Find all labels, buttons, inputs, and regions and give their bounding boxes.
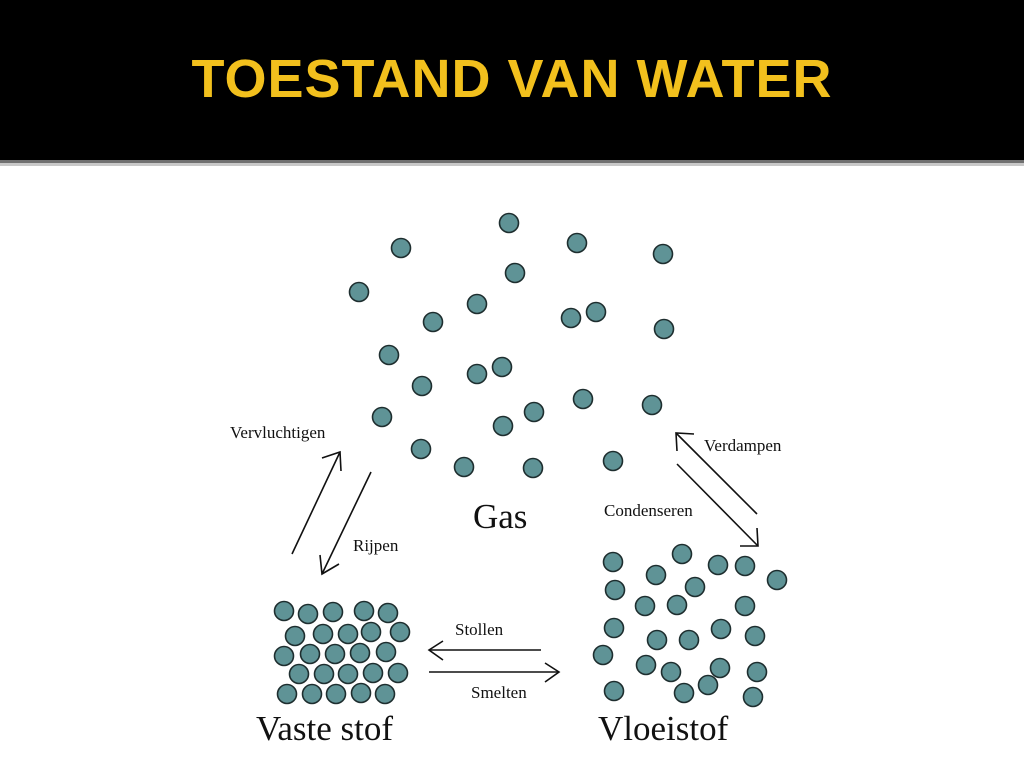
solid-molecule [389, 621, 411, 643]
liquid-molecule [645, 564, 667, 586]
solid-molecule [349, 642, 371, 664]
solid-molecule [350, 682, 372, 704]
sublimation-arrow [291, 450, 342, 555]
liquid-molecules [592, 543, 788, 708]
solid-molecule [288, 663, 310, 685]
gas-molecule [492, 415, 514, 437]
gas-molecule [390, 237, 412, 259]
gas-molecule [641, 394, 663, 416]
gas-molecule [504, 262, 526, 284]
gas-molecule [522, 457, 544, 479]
liquid-label: Vloeistof [598, 709, 729, 748]
liquid-molecule [646, 629, 668, 651]
title-divider [0, 160, 1024, 163]
condensation-arrow [676, 463, 759, 547]
liquid-molecule [635, 654, 657, 676]
liquid-molecule [666, 594, 688, 616]
solid-molecule [337, 663, 359, 685]
liquid-molecule [671, 543, 693, 565]
liquid-molecule [746, 661, 768, 683]
gas-molecule [411, 375, 433, 397]
gas-molecule [348, 281, 370, 303]
liquid-molecule [744, 625, 766, 647]
liquid-molecule [678, 629, 700, 651]
liquid-molecule [602, 551, 624, 573]
liquid-molecule [604, 579, 626, 601]
liquid-molecule [734, 595, 756, 617]
solid-molecule [375, 641, 397, 663]
liquid-molecule [710, 618, 732, 640]
liquid-molecule [592, 644, 614, 666]
condensation-label: Condenseren [604, 501, 693, 520]
liquid-molecule [742, 686, 764, 708]
evaporation-arrow [675, 432, 758, 515]
deposition-label: Rijpen [353, 536, 399, 555]
gas-molecule [422, 311, 444, 333]
title-bar [0, 0, 1024, 160]
liquid-molecule [684, 576, 706, 598]
liquid-molecule [634, 595, 656, 617]
gas-molecule [652, 243, 674, 265]
sublimation-label: Vervluchtigen [230, 423, 326, 442]
gas-molecule [410, 438, 432, 460]
melting-arrow [429, 662, 561, 683]
liquid-molecule [673, 682, 695, 704]
liquid-molecule [734, 555, 756, 577]
liquid-molecule [707, 554, 729, 576]
gas-molecule [491, 356, 513, 378]
liquid-molecule [766, 569, 788, 591]
title-divider-shadow [0, 163, 1024, 166]
melting-label: Smelten [471, 683, 527, 702]
solid-molecule [284, 625, 306, 647]
gas-molecule [585, 301, 607, 323]
solid-molecules [273, 600, 411, 705]
solid-molecule [299, 643, 321, 665]
gas-molecule [498, 212, 520, 234]
solid-molecule [387, 662, 409, 684]
liquid-molecule [709, 657, 731, 679]
gas-molecule [371, 406, 393, 428]
gas-molecule [466, 293, 488, 315]
solid-molecule [301, 683, 323, 705]
gas-molecule [560, 307, 582, 329]
gas-molecule [378, 344, 400, 366]
liquid-molecule [660, 661, 682, 683]
gas-label: Gas [473, 497, 527, 536]
solid-molecule [362, 662, 384, 684]
solid-molecule [322, 601, 344, 623]
solid-molecule [360, 621, 382, 643]
solid-molecule [273, 645, 295, 667]
slide-title: TOESTAND VAN WATER [191, 49, 833, 109]
solid-molecule [324, 643, 346, 665]
solid-molecule [353, 600, 375, 622]
freezing-label: Stollen [455, 620, 504, 639]
solid-molecule [276, 683, 298, 705]
solid-molecule [337, 623, 359, 645]
gas-molecule [466, 363, 488, 385]
gas-molecule [453, 456, 475, 478]
liquid-molecule [603, 680, 625, 702]
freezing-arrow [427, 640, 541, 661]
solid-molecule [325, 683, 347, 705]
gas-molecule [653, 318, 675, 340]
gas-molecules [348, 212, 675, 479]
solid-molecule [313, 663, 335, 685]
gas-molecule [523, 401, 545, 423]
solid-molecule [312, 623, 334, 645]
liquid-molecule [603, 617, 625, 639]
solid-molecule [273, 600, 295, 622]
solid-label: Vaste stof [256, 709, 393, 748]
gas-molecule [602, 450, 624, 472]
deposition-arrow [319, 471, 372, 576]
evaporation-label: Verdampen [704, 436, 782, 455]
solid-molecule [374, 683, 396, 705]
solid-molecule [377, 602, 399, 624]
liquid-molecule [697, 674, 719, 696]
solid-molecule [297, 603, 319, 625]
gas-molecule [566, 232, 588, 254]
gas-molecule [572, 388, 594, 410]
